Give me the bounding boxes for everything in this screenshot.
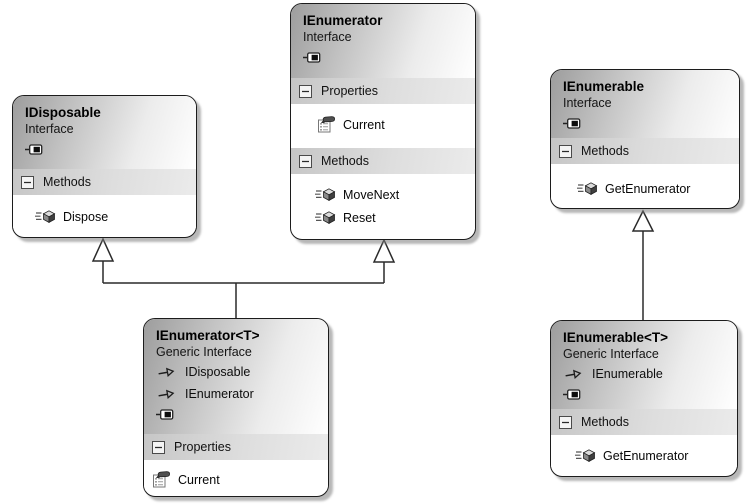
implemented-interface-label: IEnumerator — [185, 387, 254, 401]
box-title: IEnumerable<T> — [563, 330, 669, 345]
member-label: Current — [343, 117, 385, 132]
box-header: IEnumerable Interface — [551, 70, 739, 138]
expand-collapse-badge-icon[interactable] — [25, 144, 43, 155]
collapse-minus-icon[interactable] — [21, 175, 34, 189]
section-label: Properties — [174, 440, 231, 454]
box-title: IEnumerable — [563, 79, 645, 94]
box-kind: Interface — [25, 122, 74, 136]
collapse-minus-icon[interactable] — [299, 84, 312, 98]
method-cube-icon — [315, 188, 336, 201]
member-label: Current — [178, 472, 220, 487]
implemented-interface-ienumerator[interactable]: IEnumerator — [156, 383, 320, 405]
expand-collapse-badge-icon[interactable] — [563, 389, 581, 400]
section-label: Methods — [43, 175, 91, 189]
box-header: IEnumerator<T> Generic Interface IDispos… — [144, 319, 328, 434]
section-body-methods: GetEnumerator — [551, 164, 739, 200]
box-title: IEnumerator — [303, 13, 383, 28]
box-title: IEnumerator<T> — [156, 328, 260, 343]
implemented-interface-ienumerable[interactable]: IEnumerable — [563, 363, 729, 385]
section-body-methods: GetEnumerator — [551, 435, 737, 467]
member-label: GetEnumerator — [605, 181, 691, 196]
section-label: Properties — [321, 84, 378, 98]
box-kind: Generic Interface — [156, 345, 252, 359]
inheritance-triangle-idisposable — [91, 237, 115, 262]
inheritance-connector-ienumerator-t-to-idisposable-and-ienumerator[interactable] — [91, 237, 396, 318]
realizes-arrow-icon — [158, 367, 175, 377]
member-label: GetEnumerator — [603, 448, 689, 463]
member-label: MoveNext — [343, 187, 400, 202]
implemented-interface-idisposable[interactable]: IDisposable — [156, 361, 320, 383]
property-hand-document-icon — [318, 116, 336, 133]
inheritance-triangle-ienumerator — [372, 238, 396, 263]
member-label: Reset — [343, 210, 376, 225]
class-box-ienumerator[interactable]: IEnumerator Interface Properties Current… — [290, 3, 476, 240]
class-box-ienumerator-t[interactable]: IEnumerator<T> Generic Interface IDispos… — [143, 318, 329, 497]
realizes-arrow-icon — [158, 389, 175, 399]
inheritance-connector-ienumerable-t-to-ienumerable[interactable] — [631, 209, 655, 320]
inheritance-triangle-ienumerable — [631, 209, 655, 232]
section-label: Methods — [581, 144, 629, 158]
member-method-getenumerator[interactable]: GetEnumerator — [575, 444, 737, 467]
expand-collapse-badge-icon[interactable] — [303, 52, 321, 63]
member-method-reset[interactable]: Reset — [315, 206, 475, 229]
expand-collapse-badge-icon[interactable] — [563, 118, 581, 129]
member-label: Dispose — [63, 209, 109, 224]
section-body-methods: Dispose — [13, 195, 196, 228]
box-kind: Interface — [563, 96, 612, 110]
section-label: Methods — [321, 154, 369, 168]
method-cube-icon — [35, 210, 56, 223]
section-body-methods: MoveNext Reset — [291, 174, 475, 229]
class-box-ienumerable-t[interactable]: IEnumerable<T> Generic Interface IEnumer… — [550, 320, 738, 477]
box-kind: Generic Interface — [563, 347, 659, 361]
collapse-minus-icon[interactable] — [152, 440, 165, 454]
method-cube-icon — [577, 182, 598, 195]
member-method-getenumerator[interactable]: GetEnumerator — [577, 177, 739, 200]
section-header-properties[interactable]: Properties — [291, 78, 475, 104]
section-header-methods[interactable]: Methods — [291, 148, 475, 174]
box-header: IDisposable Interface — [13, 96, 196, 169]
collapse-minus-icon[interactable] — [559, 415, 572, 429]
collapse-minus-icon[interactable] — [299, 154, 312, 168]
box-header: IEnumerable<T> Generic Interface IEnumer… — [551, 321, 737, 409]
method-cube-icon — [315, 211, 336, 224]
realizes-arrow-icon — [565, 369, 582, 379]
implemented-interface-label: IDisposable — [185, 365, 251, 379]
implemented-interface-label: IEnumerable — [592, 367, 663, 381]
section-header-methods[interactable]: Methods — [13, 169, 196, 195]
class-box-ienumerable[interactable]: IEnumerable Interface Methods GetEnumera… — [550, 69, 740, 209]
section-label: Methods — [581, 415, 629, 429]
collapse-minus-icon[interactable] — [559, 144, 572, 158]
member-method-dispose[interactable]: Dispose — [35, 205, 196, 228]
section-header-methods[interactable]: Methods — [551, 409, 737, 435]
member-property-current[interactable]: Current — [317, 113, 475, 136]
section-header-methods[interactable]: Methods — [551, 138, 739, 164]
method-cube-icon — [575, 449, 596, 462]
section-body-properties: Current — [144, 460, 328, 491]
property-hand-document-icon — [153, 471, 171, 488]
class-box-idisposable[interactable]: IDisposable Interface Methods Dispose — [12, 95, 197, 238]
box-title: IDisposable — [25, 105, 101, 120]
box-header: IEnumerator Interface — [291, 4, 475, 78]
member-method-movenext[interactable]: MoveNext — [315, 183, 475, 206]
box-kind: Interface — [303, 30, 352, 44]
member-property-current[interactable]: Current — [152, 468, 328, 491]
expand-collapse-badge-icon[interactable] — [156, 409, 174, 420]
section-header-properties[interactable]: Properties — [144, 434, 328, 460]
section-body-properties: Current — [291, 104, 475, 148]
